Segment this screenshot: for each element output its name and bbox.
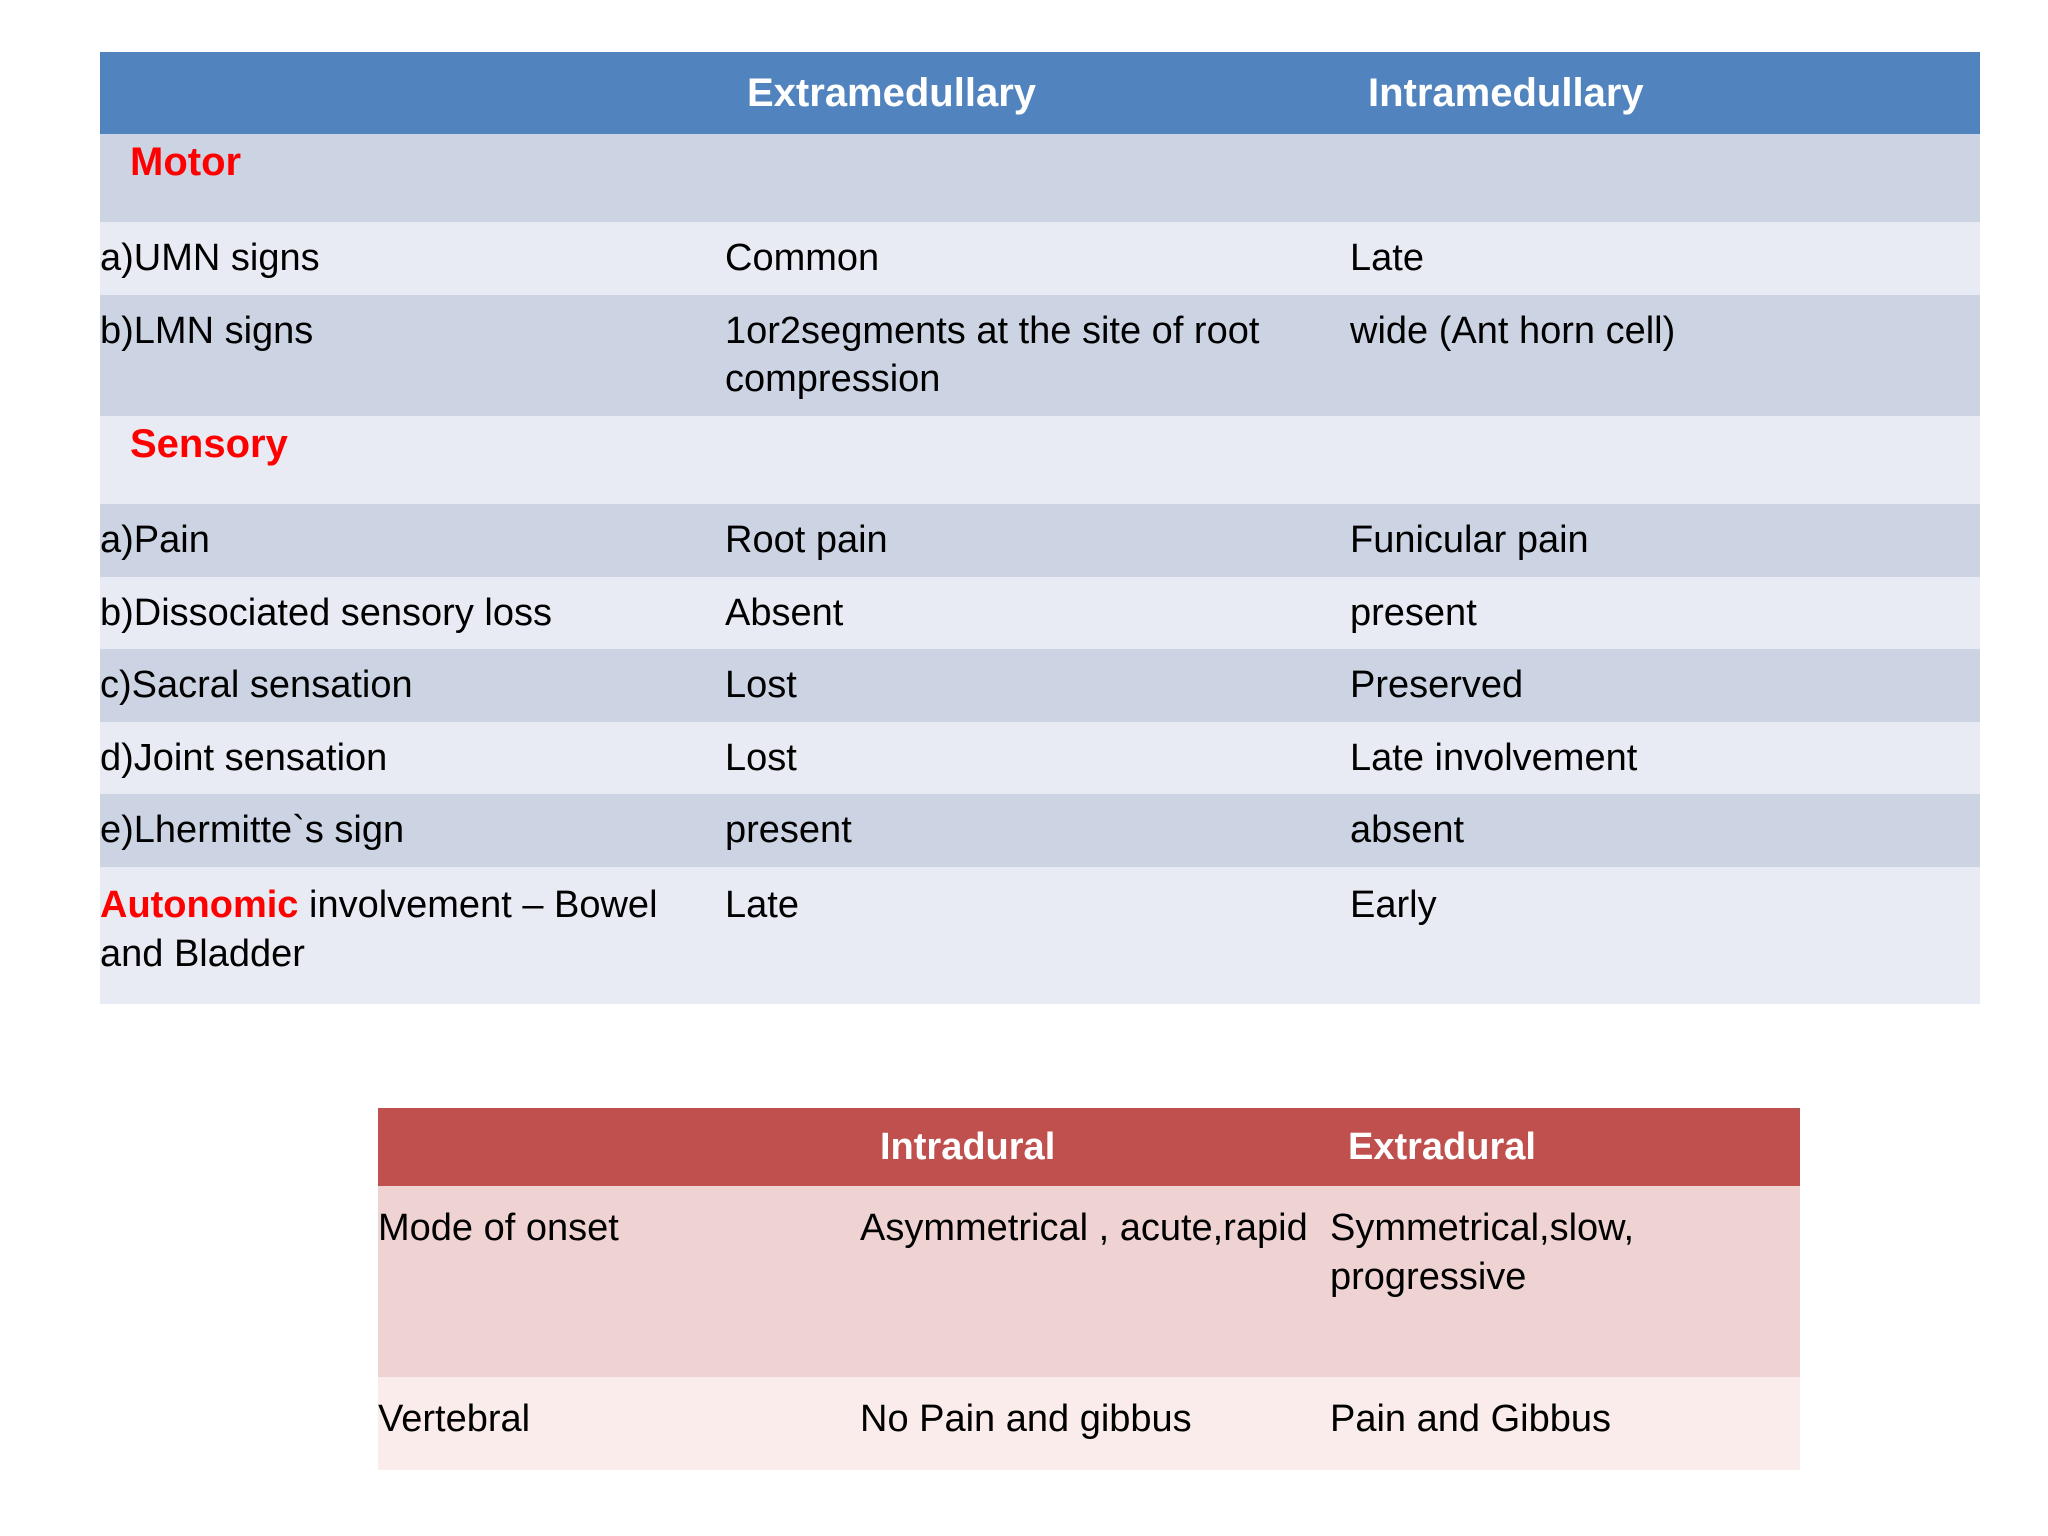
table-header-row: Extramedullary Intramedullary — [100, 52, 1980, 134]
autonomic-keyword: Autonomic — [100, 884, 299, 926]
table-row: d)Joint sensation Lost Late involvement — [100, 721, 1980, 795]
cell-extramedullary: Root pain — [725, 503, 1350, 577]
cell-feature: d)Joint sensation — [100, 721, 725, 795]
cell-feature: b)LMN signs — [100, 294, 725, 416]
cell-feature-autonomic: Autonomic involvement – Bowel and Bladde… — [100, 867, 725, 1005]
cell-extradural: Symmetrical,slow, progressive — [1330, 1186, 1800, 1377]
cell-feature: a)UMN signs — [100, 222, 725, 295]
table-row: Vertebral No Pain and gibbus Pain and Gi… — [378, 1376, 1800, 1471]
column-header-intradural: Intradural — [860, 1108, 1330, 1186]
section-label-sensory: Sensory — [130, 421, 288, 466]
table-row: a)UMN signs Common Late — [100, 222, 1980, 295]
cell-extramedullary: Late — [725, 867, 1350, 1005]
column-header-intramedullary: Intramedullary — [1350, 52, 1980, 134]
section-row-sensory: Sensory — [100, 415, 1980, 504]
cell-extramedullary: Lost — [725, 721, 1350, 795]
table-row: c)Sacral sensation Lost Preserved — [100, 649, 1980, 722]
table-row: Mode of onset Asymmetrical , acute,rapid… — [378, 1186, 1800, 1377]
cell-intramedullary: present — [1350, 576, 1980, 650]
cell-extramedullary: Absent — [725, 576, 1350, 650]
table-row-autonomic: Autonomic involvement – Bowel and Bladde… — [100, 867, 1980, 1005]
cell-intramedullary: Preserved — [1350, 649, 1980, 722]
cell-extradural: Pain and Gibbus — [1330, 1376, 1800, 1471]
section-label-cell: Motor — [100, 134, 725, 222]
extramedullary-intramedullary-table: Extramedullary Intramedullary Motor a)UM… — [100, 52, 1980, 1005]
section-empty-cell-extramedullary — [725, 134, 1350, 222]
cell-extramedullary: present — [725, 794, 1350, 867]
column-header-extradural: Extradural — [1330, 1108, 1800, 1186]
table-row: e)Lhermitte`s sign present absent — [100, 794, 1980, 867]
cell-feature: Vertebral — [378, 1376, 860, 1471]
cell-intramedullary: Late involvement — [1350, 721, 1980, 795]
table-row: a)Pain Root pain Funicular pain — [100, 503, 1980, 577]
cell-intramedullary: Early — [1350, 867, 1980, 1005]
intradural-extradural-table: Intradural Extradural Mode of onset Asym… — [378, 1108, 1800, 1471]
section-empty-cell-intramedullary — [1350, 415, 1980, 504]
column-header-extramedullary: Extramedullary — [725, 52, 1350, 134]
cell-intramedullary: wide (Ant horn cell) — [1350, 294, 1980, 416]
cell-feature: b)Dissociated sensory loss — [100, 576, 725, 650]
column-header-feature — [378, 1108, 860, 1186]
section-row-motor: Motor — [100, 134, 1980, 222]
column-header-feature — [100, 52, 725, 134]
cell-feature: c)Sacral sensation — [100, 649, 725, 722]
cell-feature: Mode of onset — [378, 1186, 860, 1377]
table-row: b)LMN signs 1or2segments at the site of … — [100, 294, 1980, 416]
table-row: b)Dissociated sensory loss Absent presen… — [100, 576, 1980, 650]
cell-feature: a)Pain — [100, 503, 725, 577]
section-label-motor: Motor — [130, 140, 242, 184]
table-header-row: Intradural Extradural — [378, 1108, 1800, 1186]
cell-extramedullary: 1or2segments at the site of root compres… — [725, 294, 1350, 416]
section-label-cell: Sensory — [100, 415, 725, 504]
section-empty-cell-intramedullary — [1350, 134, 1980, 222]
section-empty-cell-extramedullary — [725, 415, 1350, 504]
cell-intramedullary: absent — [1350, 794, 1980, 867]
autonomic-rest: involvement – Bowel and Bladder — [100, 884, 658, 975]
cell-feature: e)Lhermitte`s sign — [100, 794, 725, 867]
cell-intramedullary: Funicular pain — [1350, 503, 1980, 577]
cell-intramedullary: Late — [1350, 222, 1980, 295]
cell-intradural: Asymmetrical , acute,rapid — [860, 1186, 1330, 1377]
cell-extramedullary: Lost — [725, 649, 1350, 722]
cell-extramedullary: Common — [725, 222, 1350, 295]
cell-intradural: No Pain and gibbus — [860, 1376, 1330, 1471]
